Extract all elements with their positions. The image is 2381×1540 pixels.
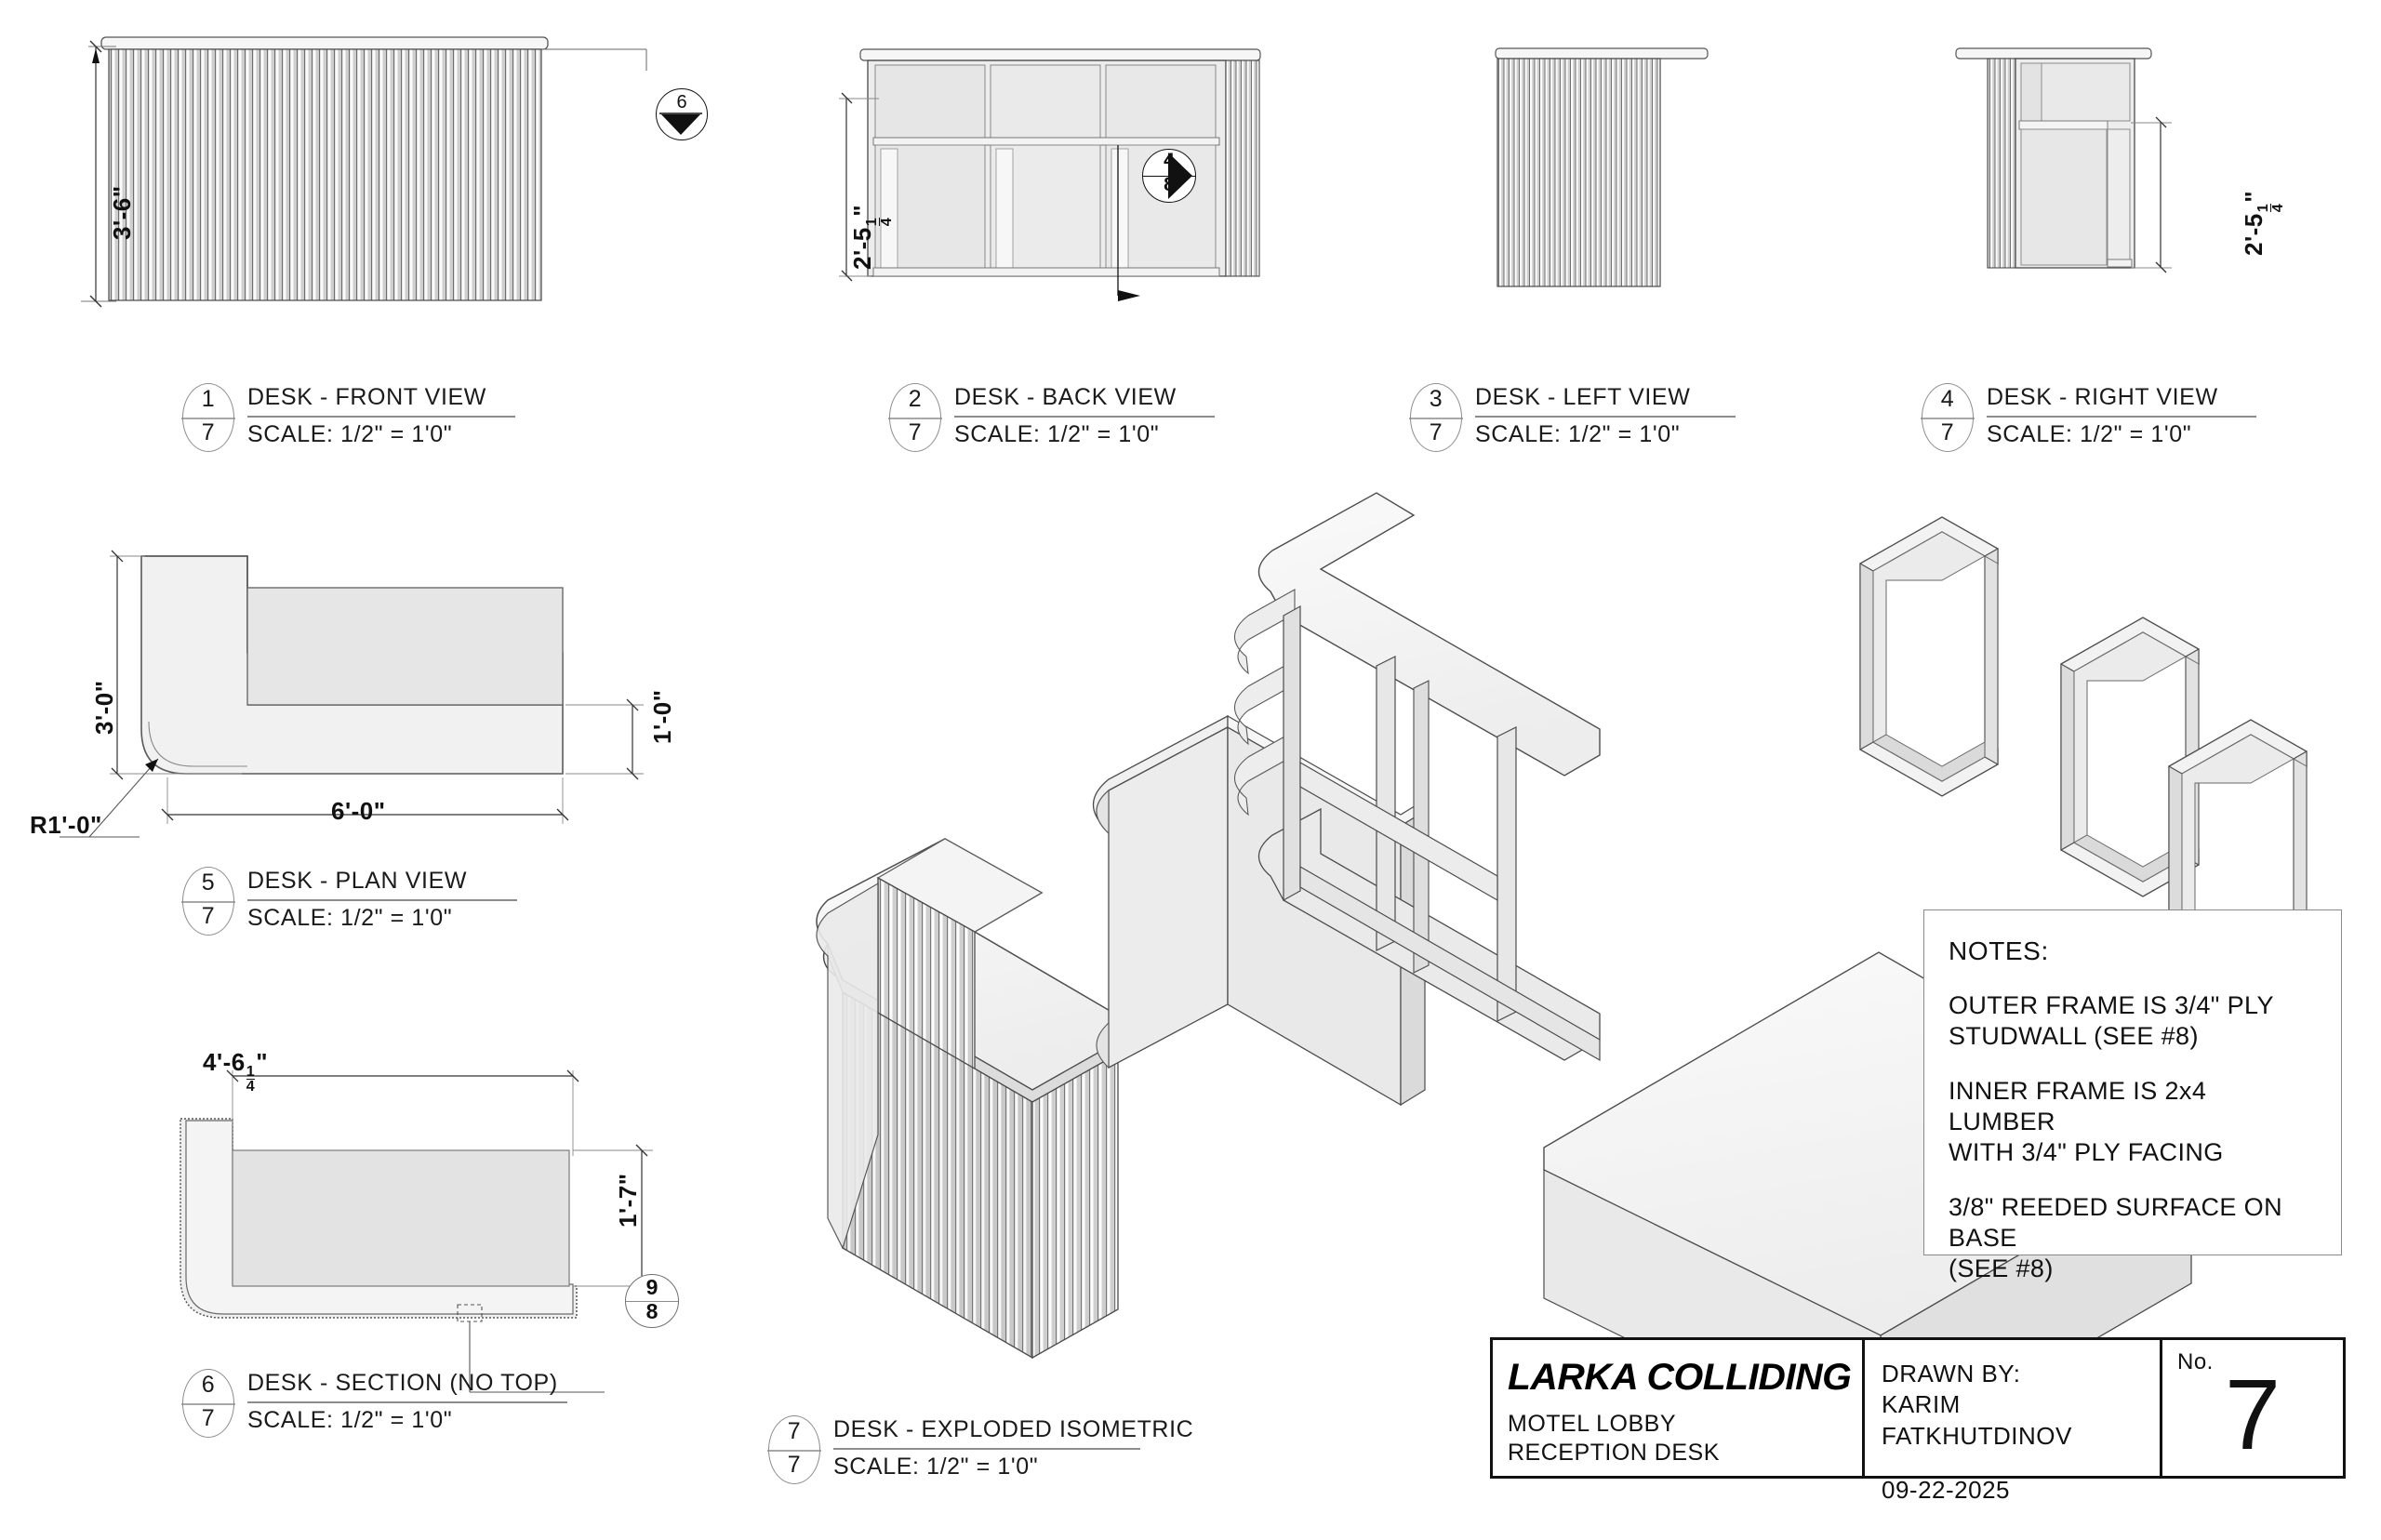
title-block-sheet-cell: No. 7: [2162, 1340, 2343, 1476]
view-title-label: DESK - PLAN VIEW: [247, 868, 468, 894]
view-scale-label: SCALE: 1/2" = 1'0": [1987, 420, 2192, 447]
view-scale-label: SCALE: 1/2" = 1'0": [954, 420, 1160, 447]
view-title-right: 4 7 DESK - RIGHT VIEW SCALE: 1/2" = 1'0": [1921, 383, 2256, 454]
plan-view-width-dim: 6'-0": [331, 797, 386, 825]
sheet-number-ref: 7: [908, 419, 923, 445]
view-bubble: 6 7: [181, 1369, 236, 1440]
note-item-inner-frame: INNER FRAME IS 2x4 LUMBER WITH 3/4" PLY …: [1949, 1076, 2224, 1166]
view-number: 2: [908, 386, 923, 412]
left-view-drawing: [1488, 37, 1758, 316]
view-scale-label: SCALE: 1/2" = 1'0": [247, 904, 453, 931]
title-block: LARKA COLLIDING MOTEL LOBBY RECEPTION DE…: [1490, 1337, 2346, 1504]
view-bubble: 5 7: [181, 867, 236, 937]
view-bubble: 4 7: [1921, 383, 1975, 454]
view-scale-label: SCALE: 1/2" = 1'0": [833, 1453, 1039, 1480]
view-number: 1: [201, 386, 216, 412]
view-title-label: DESK - BACK VIEW: [954, 384, 1177, 410]
view-title-front: 1 7 DESK - FRONT VIEW SCALE: 1/2" = 1'0": [181, 383, 515, 454]
view-title-label: DESK - RIGHT VIEW: [1987, 384, 2218, 410]
right-view-drawing: [1949, 37, 2302, 316]
view-title-label: DESK - EXPLODED ISOMETRIC: [833, 1416, 1194, 1442]
firm-name: LARKA COLLIDING: [1508, 1357, 1852, 1398]
sheet-number: 7: [2224, 1358, 2281, 1470]
view-title-label: DESK - SECTION (NO TOP): [247, 1370, 558, 1396]
view-number: 5: [201, 870, 216, 896]
plan-view-drawing: [56, 549, 707, 865]
view-bubble: 1 7: [181, 383, 236, 454]
note-item-outer-frame: OUTER FRAME IS 3/4" PLY STUDWALL (SEE #8…: [1949, 991, 2274, 1050]
project-line-1: MOTEL LOBBY: [1508, 1411, 1677, 1437]
sheet-no-label: No.: [2177, 1349, 2214, 1374]
sheet-number-ref: 7: [1940, 419, 1955, 445]
view-scale-label: SCALE: 1/2" = 1'0": [1475, 420, 1681, 447]
notes-heading: NOTES:: [1949, 936, 2049, 965]
detail-marker-9-8[interactable]: 9 8: [625, 1274, 679, 1328]
sheet-number-ref: 7: [1429, 419, 1443, 445]
project-line-2: RECEPTION DESK: [1508, 1440, 1720, 1467]
view-title-label: DESK - FRONT VIEW: [247, 384, 486, 410]
view-bubble: 3 7: [1409, 383, 1464, 454]
front-view-drawing: [81, 26, 665, 342]
view-title-left: 3 7 DESK - LEFT VIEW SCALE: 1/2" = 1'0": [1409, 383, 1736, 454]
view-bubble: 2 7: [888, 383, 943, 454]
sheet-number-ref: 7: [787, 1452, 802, 1478]
sheet-number-ref: 7: [201, 903, 216, 929]
view-title-iso: 7 7 DESK - EXPLODED ISOMETRIC SCALE: 1/2…: [767, 1415, 1194, 1486]
view-scale-label: SCALE: 1/2" = 1'0": [247, 420, 453, 447]
view-title-back: 2 7 DESK - BACK VIEW SCALE: 1/2" = 1'0": [888, 383, 1215, 454]
section-view-drawing: [140, 1046, 735, 1393]
drawn-by-name: KARIM FATKHUTDINOV: [1882, 1390, 2072, 1450]
note-item-reeded-surface: 3/8" REEDED SURFACE ON BASE (SEE #8): [1949, 1192, 2282, 1282]
detail-marker-4-8[interactable]: 4 8: [1142, 149, 1196, 203]
sheet-number-ref: 7: [201, 419, 216, 445]
view-title-section: 6 7 DESK - SECTION (NO TOP) SCALE: 1/2" …: [181, 1369, 567, 1440]
section-marker-6[interactable]: 6: [656, 88, 708, 140]
back-view-drawing: [839, 37, 1307, 325]
view-title-label: DESK - LEFT VIEW: [1475, 384, 1691, 410]
plan-view-radius-dim: R1'-0": [30, 811, 102, 839]
view-number: 7: [787, 1418, 802, 1444]
view-title-plan: 5 7 DESK - PLAN VIEW SCALE: 1/2" = 1'0": [181, 867, 517, 937]
view-number: 6: [201, 1372, 216, 1398]
plan-view-depth-dim: 3'-0": [90, 680, 118, 735]
title-block-drawn-cell: DRAWN BY: KARIM FATKHUTDINOV 09-22-2025: [1865, 1340, 2162, 1504]
title-block-firm-cell: LARKA COLLIDING MOTEL LOBBY RECEPTION DE…: [1493, 1340, 1865, 1476]
view-scale-label: SCALE: 1/2" = 1'0": [247, 1406, 453, 1433]
drawing-date: 09-22-2025: [1882, 1475, 2010, 1504]
notes-box: NOTES: OUTER FRAME IS 3/4" PLY STUDWALL …: [1923, 909, 2342, 1282]
sheet-number-ref: 7: [201, 1405, 216, 1431]
view-number: 3: [1429, 386, 1443, 412]
view-number: 4: [1940, 386, 1955, 412]
plan-view-counter-depth-dim: 1'-0": [648, 689, 676, 744]
drawn-by-label: DRAWN BY:: [1882, 1360, 2021, 1387]
view-bubble: 7 7: [767, 1415, 822, 1486]
section-view-height-dim: 1'-7": [614, 1173, 642, 1228]
front-view-height-dim: 3'-6": [108, 185, 136, 240]
